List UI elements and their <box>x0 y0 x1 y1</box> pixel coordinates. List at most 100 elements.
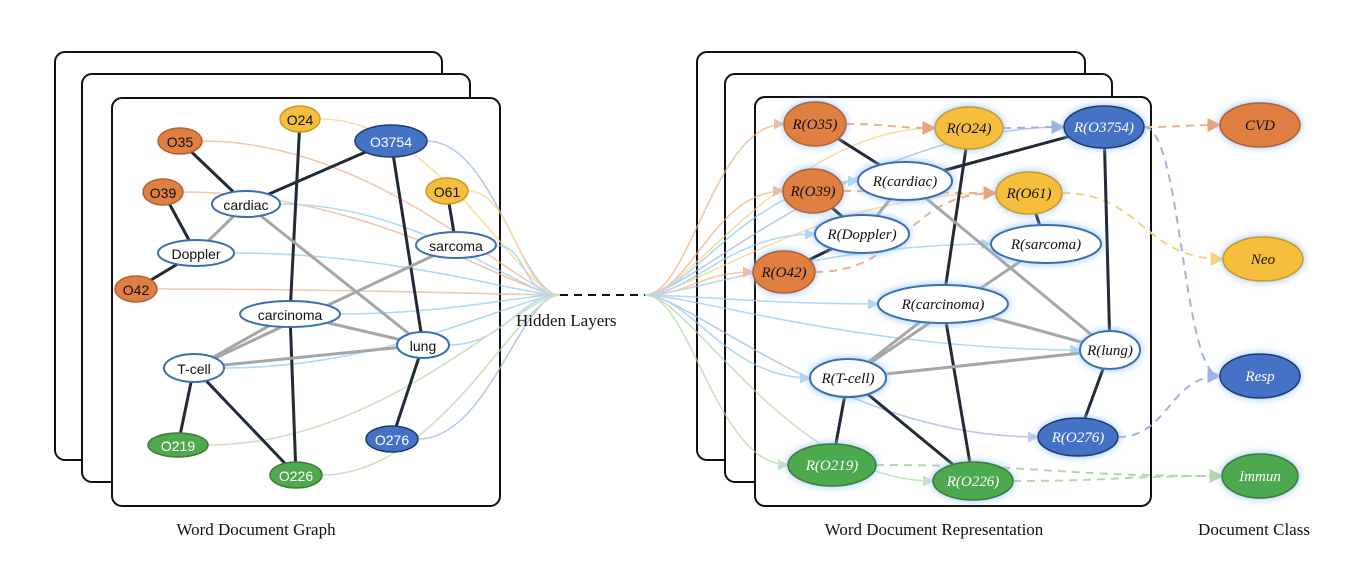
node-Resp[interactable]: Resp <box>1219 353 1301 399</box>
edge-O3754-lung <box>389 140 425 346</box>
node-shape <box>932 461 1014 501</box>
node-O226[interactable]: O226 <box>269 461 323 489</box>
node-shape <box>877 284 1009 324</box>
node-O3754[interactable]: O3754 <box>354 124 428 158</box>
class-flow-R24-R3754 <box>1002 120 1066 135</box>
node-label: CVD <box>1245 118 1275 134</box>
node-shape <box>239 300 341 328</box>
node-R42[interactable]: R(O42) <box>752 250 816 294</box>
node-O39[interactable]: O39 <box>142 178 184 206</box>
right-graph-nodes: R(O35) R(O24) R(O3754) R(O39) R(cardiac) R(O6… <box>752 101 1145 501</box>
node-R39[interactable]: R(O39) <box>782 168 844 214</box>
flow-O219 <box>207 294 561 446</box>
flow-O61 <box>467 190 561 296</box>
edge-carcinoma-O226 <box>288 313 298 476</box>
node-shape <box>857 161 953 201</box>
node-label: sarcoma <box>429 238 483 254</box>
node-shape <box>147 432 209 458</box>
node-label: R(lung) <box>1086 343 1133 359</box>
node-T-cell[interactable]: T-cell <box>163 353 225 383</box>
node-Neo[interactable]: Neo <box>1222 236 1304 282</box>
node-sarcoma[interactable]: sarcoma <box>415 231 497 259</box>
flow-O226 <box>321 294 561 476</box>
node-label: Doppler <box>171 246 220 262</box>
node-label: R(carcinoma) <box>901 297 985 313</box>
edge-cardiac-lung <box>245 202 424 347</box>
node-label: R(O226) <box>946 474 1000 490</box>
node-RDoppler[interactable]: R(Doppler) <box>814 214 910 254</box>
node-shape <box>934 106 1004 150</box>
node-label: O35 <box>167 134 194 150</box>
node-label: T-cell <box>177 361 210 377</box>
caption-document-class: Document Class <box>1198 520 1310 539</box>
node-Immun[interactable]: Immun <box>1221 453 1299 499</box>
node-R276[interactable]: R(O276) <box>1037 417 1119 457</box>
node-shape <box>1219 102 1301 148</box>
node-R24[interactable]: R(O24) <box>934 106 1004 150</box>
node-label: O276 <box>375 432 409 448</box>
caption-word-document-representation: Word Document Representation <box>825 520 1044 539</box>
class-flow-R61-Neo <box>1061 192 1225 266</box>
node-Rcarcinoma[interactable]: R(carcinoma) <box>877 284 1009 324</box>
node-Rlung[interactable]: R(lung) <box>1079 330 1141 370</box>
node-O35[interactable]: O35 <box>157 127 203 155</box>
node-O219[interactable]: O219 <box>147 432 209 458</box>
node-shape <box>1222 236 1304 282</box>
class-flow-R219-Immun <box>875 464 1224 483</box>
node-shape <box>1219 353 1301 399</box>
node-CVD[interactable]: CVD <box>1219 102 1301 148</box>
node-shape <box>365 425 419 453</box>
node-Rcardiac[interactable]: R(cardiac) <box>857 161 953 201</box>
node-shape <box>787 443 877 487</box>
flow-R276 <box>644 294 1040 443</box>
node-R226[interactable]: R(O226) <box>932 461 1014 501</box>
flow-Rlung <box>644 294 1082 356</box>
node-shape <box>425 177 469 205</box>
node-Rsarcoma[interactable]: R(sarcoma) <box>990 224 1102 264</box>
node-carcinoma[interactable]: carcinoma <box>239 300 341 328</box>
node-lung[interactable]: lung <box>396 331 450 359</box>
node-shape <box>157 127 203 155</box>
node-O42[interactable]: O42 <box>114 275 158 303</box>
node-label: R(cardiac) <box>872 174 937 190</box>
node-R219[interactable]: R(O219) <box>787 443 877 487</box>
node-label: O24 <box>287 112 314 128</box>
edge-T-cell-lung <box>193 343 424 370</box>
node-label: cardiac <box>223 197 268 213</box>
edge-R24-Rcarcinoma <box>941 127 971 305</box>
node-label: carcinoma <box>258 307 323 323</box>
node-label: Neo <box>1250 252 1276 268</box>
node-shape <box>415 231 497 259</box>
node-O24[interactable]: O24 <box>279 105 321 133</box>
flow-RDoppler <box>644 228 817 296</box>
edge-lung-O276 <box>390 344 425 440</box>
edge-T-cell-O226 <box>192 366 298 477</box>
edge-RTcell-R226 <box>847 376 974 483</box>
node-O276[interactable]: O276 <box>365 425 419 453</box>
node-R35[interactable]: R(O35) <box>783 101 847 147</box>
node-label: O61 <box>434 184 461 200</box>
node-R3754[interactable]: R(O3754) <box>1063 105 1145 149</box>
node-label: R(Doppler) <box>826 227 896 243</box>
flow-T-cell <box>223 294 561 369</box>
flow-sarcoma <box>495 244 561 296</box>
node-R61[interactable]: R(O61) <box>995 171 1063 215</box>
node-label: Resp <box>1244 369 1275 385</box>
node-shape <box>1063 105 1145 149</box>
node-O61[interactable]: O61 <box>425 177 469 205</box>
node-RTcell[interactable]: R(T-cell) <box>809 358 887 398</box>
class-flow-R3754-Resp <box>1143 126 1222 383</box>
node-shape <box>1037 417 1119 457</box>
caption-word-document-graph: Word Document Graph <box>176 520 336 539</box>
edge-RTcell-Rlung <box>847 348 1111 380</box>
class-flow-R226-Immun <box>1012 469 1224 484</box>
node-shape <box>995 171 1063 215</box>
node-cardiac[interactable]: cardiac <box>211 190 281 218</box>
node-shape <box>163 353 225 383</box>
node-shape <box>783 101 847 147</box>
node-shape <box>809 358 887 398</box>
hidden-layers-label: Hidden Layers <box>516 311 617 330</box>
node-Doppler[interactable]: Doppler <box>157 239 235 267</box>
node-shape <box>396 331 450 359</box>
